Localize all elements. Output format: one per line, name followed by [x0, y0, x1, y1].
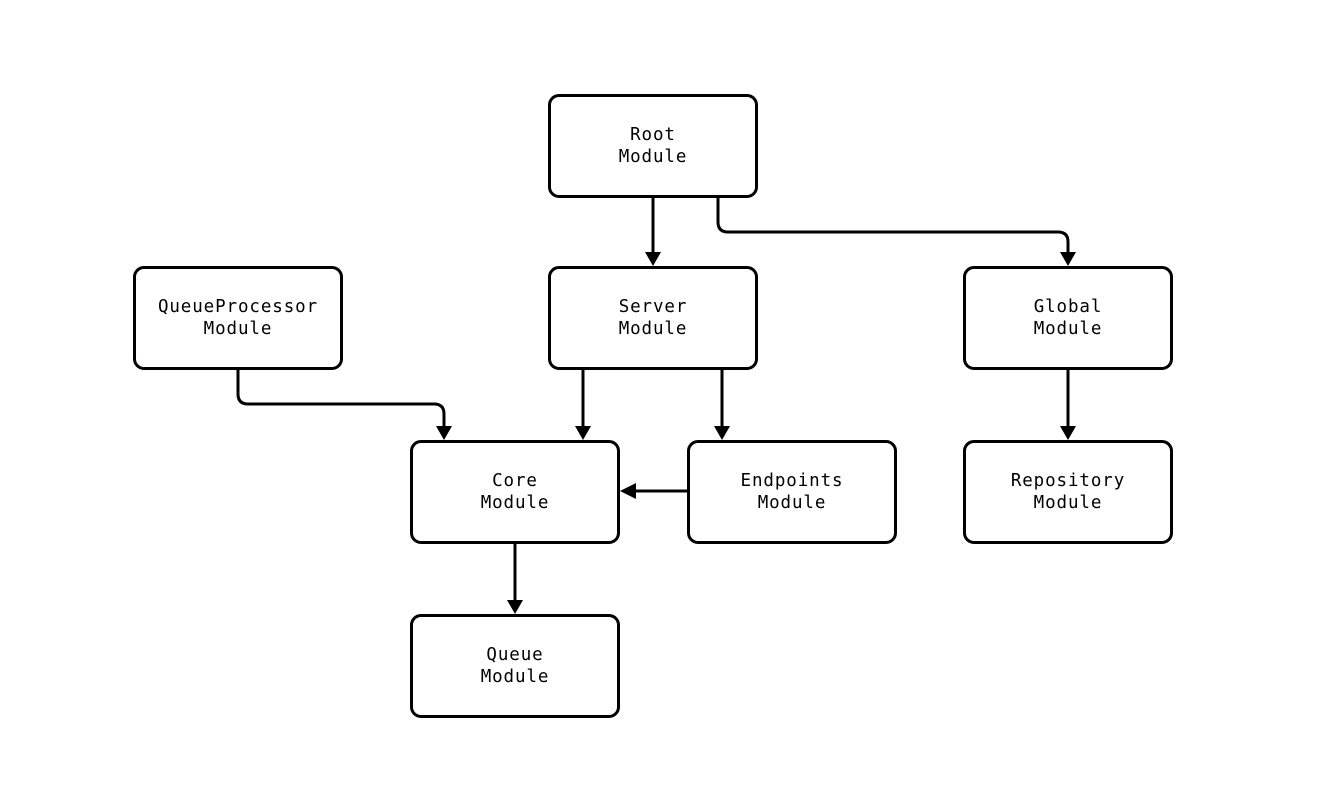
node-queue-module[interactable]: Queue Module: [410, 614, 620, 718]
node-endpoints-module[interactable]: Endpoints Module: [687, 440, 897, 544]
node-core-module[interactable]: Core Module: [410, 440, 620, 544]
node-queueprocessor-module[interactable]: QueueProcessor Module: [133, 266, 343, 370]
node-label-global: Global Module: [1033, 297, 1103, 339]
edge-server-to-endpoints: [714, 370, 730, 440]
edge-global-to-repository: [1060, 370, 1076, 440]
node-label-root: Root Module: [618, 125, 688, 167]
edge-endpoints-to-core: [620, 483, 687, 499]
node-label-core: Core Module: [480, 471, 550, 513]
node-label-repository: Repository Module: [1010, 471, 1126, 513]
edge-queueprocessor-to-core: [236, 370, 452, 440]
node-global-module[interactable]: Global Module: [963, 266, 1173, 370]
node-server-module[interactable]: Server Module: [548, 266, 758, 370]
node-root-module[interactable]: Root Module: [548, 94, 758, 198]
edge-core-to-queue: [507, 544, 523, 614]
node-label-server: Server Module: [618, 297, 688, 339]
edge-root-to-global: [716, 198, 1076, 266]
edge-server-to-core: [575, 370, 591, 440]
node-label-endpoints: Endpoints Module: [740, 471, 844, 513]
edge-root-to-server: [645, 198, 661, 266]
node-repository-module[interactable]: Repository Module: [963, 440, 1173, 544]
node-label-queueprocessor: QueueProcessor Module: [157, 297, 319, 339]
node-label-queue: Queue Module: [480, 645, 550, 687]
